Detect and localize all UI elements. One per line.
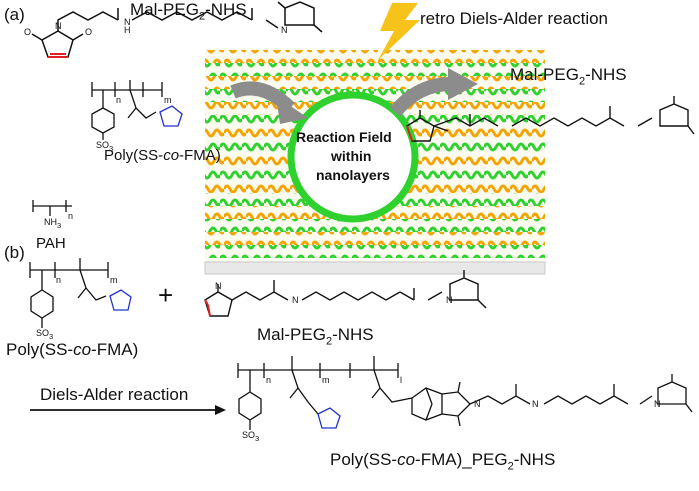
diels-alder-label: Diels-Alder reaction [40, 385, 189, 404]
lightning-icon [378, 3, 420, 60]
retro-diels-alder-label: retro Diels-Alder reaction [420, 9, 609, 28]
atom-n-mal-a: N [55, 21, 62, 31]
poly-ss-co-fma-structure-b [29, 258, 132, 328]
atom-o-mal-a2: O [85, 27, 93, 37]
atom-n-amide-a: N [124, 17, 131, 27]
atom-n-nhs-product: N [654, 399, 661, 409]
subscript-n-a: n [116, 95, 122, 105]
reaction-field-line-2: within [331, 148, 372, 164]
product-structure [237, 356, 693, 430]
pah-structure [32, 200, 72, 216]
plus-sign: + [158, 280, 174, 310]
product-label: Poly(SS-co-FMA)_PEG2-NHS [330, 450, 556, 473]
incoming-arrow [230, 81, 308, 124]
mal-peg-nhs-label-a: Mal-PEG2-NHS [130, 0, 247, 23]
atom-n-adduct: N [474, 399, 481, 409]
subscript-n-pah: n [68, 211, 74, 221]
mal-peg-nhs-label-b: Mal-PEG2-NHS [257, 325, 374, 348]
poly-ss-co-fma-label-a: Poly(SS-co-FMA) [104, 147, 221, 164]
reaction-field-line-1: Reaction Field [296, 129, 392, 145]
atom-n-amide-product: N [532, 399, 539, 409]
so3-label-b: SO3 [36, 328, 54, 341]
diels-alder-arrow [30, 405, 226, 415]
subscript-l-product: l [400, 375, 402, 385]
atom-n-nhs-a: N [281, 25, 288, 35]
subscript-n-product: n [266, 375, 272, 385]
atom-n-nhs-b: N [446, 295, 453, 305]
subscript-m-a: m [164, 95, 172, 105]
subscript-n-b: n [56, 275, 62, 285]
atom-h-amide-a: H [124, 25, 131, 35]
panel-b-label: (b) [4, 243, 25, 262]
poly-ss-co-fma-label-b: Poly(SS-co-FMA) [6, 340, 139, 359]
nh3-label: NH3 [44, 217, 62, 230]
outgoing-arrow [389, 68, 478, 117]
panel-a-label: (a) [4, 5, 25, 24]
subscript-m-b: m [110, 275, 118, 285]
atom-n-amide-b: N [292, 295, 299, 305]
mal-peg-nhs-structure-right [406, 96, 695, 142]
reaction-field-line-3: nanolayers [316, 167, 390, 183]
atom-n-mal-b: N [215, 281, 222, 291]
nanolayer-box [204, 48, 546, 275]
reaction-field-circle [287, 91, 419, 223]
mal-peg-nhs-structure-b [204, 270, 487, 317]
so3-label-a: SO3 [96, 140, 114, 153]
mal-peg-nhs-structure-a [31, 1, 323, 58]
mal-peg-nhs-label-right: Mal-PEG2-NHS [510, 65, 627, 88]
atom-o-mal-a1: O [24, 27, 32, 37]
pah-label: PAH [36, 235, 66, 252]
poly-ss-co-fma-structure-a [91, 80, 183, 140]
so3-label-product: SO3 [242, 430, 260, 443]
subscript-m-product: m [322, 375, 330, 385]
